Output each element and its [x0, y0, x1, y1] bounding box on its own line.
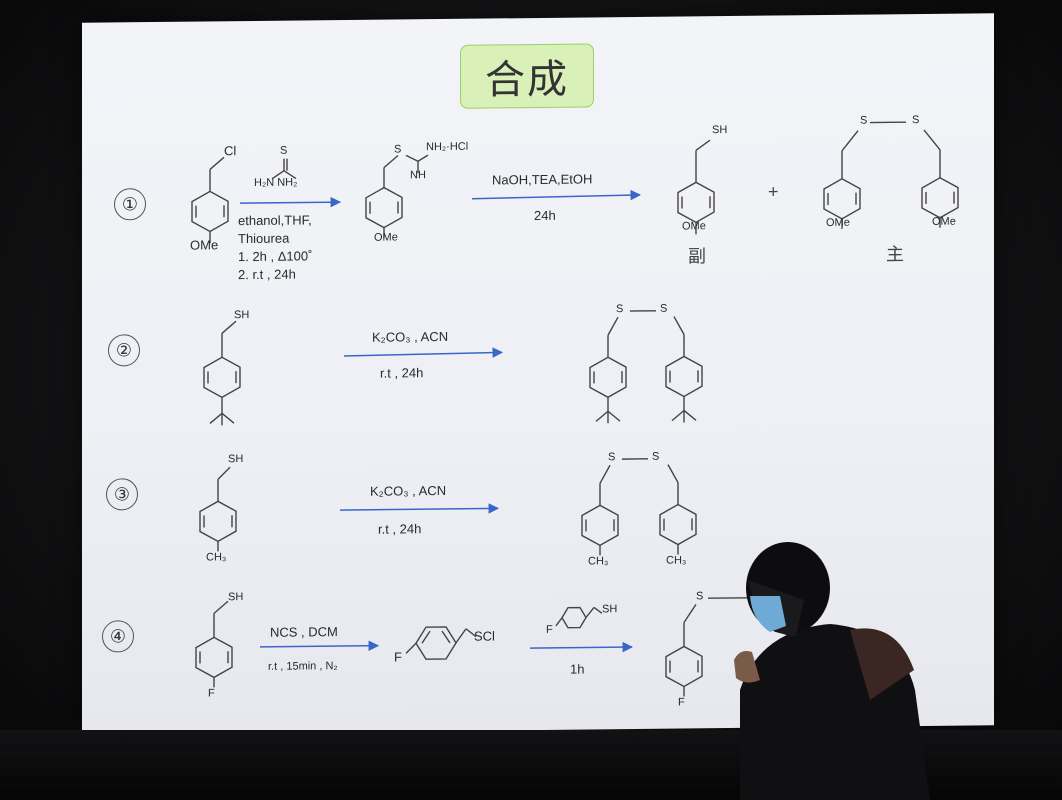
substituent-label: OMe — [682, 220, 706, 233]
substituent-label: OMe — [932, 215, 956, 228]
condition-line: ethanol,THF, — [238, 212, 312, 229]
step-number-3: ③ — [106, 478, 138, 511]
condition-line: Thiourea — [238, 230, 290, 247]
condition-line: 2. r.t , 24h — [238, 266, 296, 283]
substituent-label: OMe — [374, 231, 398, 244]
presenter-figure — [734, 542, 930, 800]
condition-line: NCS , DCM — [270, 624, 338, 640]
substituent-label: CH₃ — [588, 555, 609, 568]
substituent-label: Cl — [224, 143, 237, 159]
substituent-label: SH — [234, 309, 250, 322]
benzene-ring-4c — [555, 606, 603, 629]
major-product-label: 主 — [886, 244, 904, 265]
group-label: NH₂·HCl — [426, 140, 469, 154]
reaction-arrow-4b — [530, 641, 634, 653]
substituent-label: CH₃ — [666, 554, 687, 567]
condition-line: K₂CO₃ , ACN — [370, 482, 447, 499]
thiourea-structure — [271, 158, 297, 180]
atom-label: S — [608, 451, 616, 464]
reaction-arrow-3 — [340, 503, 500, 514]
condition-line: 1h — [570, 661, 585, 677]
disulfide-product-3 — [581, 458, 697, 556]
condition-line: r.t , 24h — [380, 365, 424, 381]
benzene-ring-2a — [203, 320, 241, 426]
group-label: NH — [410, 169, 426, 182]
substituent-label: F — [678, 696, 685, 709]
atom-label: S — [652, 450, 660, 463]
step-number-4: ④ — [102, 620, 134, 653]
benzene-ring-4b — [405, 626, 477, 660]
substituent-label: F — [394, 649, 402, 665]
reaction-arrow-2 — [343, 347, 504, 358]
substituent-label: OMe — [190, 237, 219, 253]
atom-label: S — [860, 114, 868, 127]
benzene-ring-1b — [365, 154, 429, 238]
slide-title: 合成 — [460, 43, 594, 109]
condition-line: 1. 2h , Δ100˚ — [238, 248, 313, 265]
substituent-label: F — [546, 623, 553, 636]
condition-line: r.t , 24h — [378, 521, 422, 537]
substituent-label: OMe — [826, 216, 850, 229]
minor-product-label: 副 — [688, 246, 706, 267]
substituent-label: SH — [228, 591, 244, 604]
reaction-arrow-1a — [240, 196, 342, 208]
substituent-label: SCl — [474, 628, 495, 644]
benzene-ring-4a — [195, 600, 233, 688]
benzene-ring-3a — [199, 466, 237, 552]
atom-label: S — [616, 303, 624, 316]
atom-label: S — [660, 302, 668, 315]
condition-line: K₂CO₃ , ACN — [372, 328, 449, 345]
substituent-label: SH — [228, 453, 244, 466]
disulfide-product-1 — [823, 121, 959, 229]
reagent-label: H₂N NH₂ — [254, 176, 298, 189]
substituent-label: SH — [712, 124, 728, 137]
disulfide-product-4 — [665, 597, 750, 697]
step-number-1: ① — [114, 188, 146, 221]
condition-line: 24h — [534, 207, 556, 224]
condition-line: NaOH,TEA,EtOH — [492, 171, 593, 188]
substituent-label: CH₃ — [206, 551, 227, 564]
step-number-2: ② — [108, 334, 140, 367]
atom-label: S — [280, 144, 288, 157]
atom-label: S — [394, 143, 402, 156]
disulfide-product-2 — [589, 310, 703, 424]
benzene-ring-1a — [191, 156, 229, 244]
atom-label: S — [912, 114, 920, 127]
reaction-arrow-4a — [260, 640, 380, 652]
substituent-label: SH — [602, 603, 618, 616]
reaction-arrow-1b — [471, 189, 642, 201]
projection-screen: 合成 ① Cl OMe S H₂N NH₂ ethanol,THF, Thiou… — [82, 13, 994, 735]
condition-line: r.t , 15min , N₂ — [268, 660, 338, 673]
plus-sign: + — [768, 181, 779, 202]
slide-drawings — [191, 121, 959, 697]
benzene-ring-1c — [677, 139, 715, 235]
substituent-label: F — [208, 687, 215, 700]
